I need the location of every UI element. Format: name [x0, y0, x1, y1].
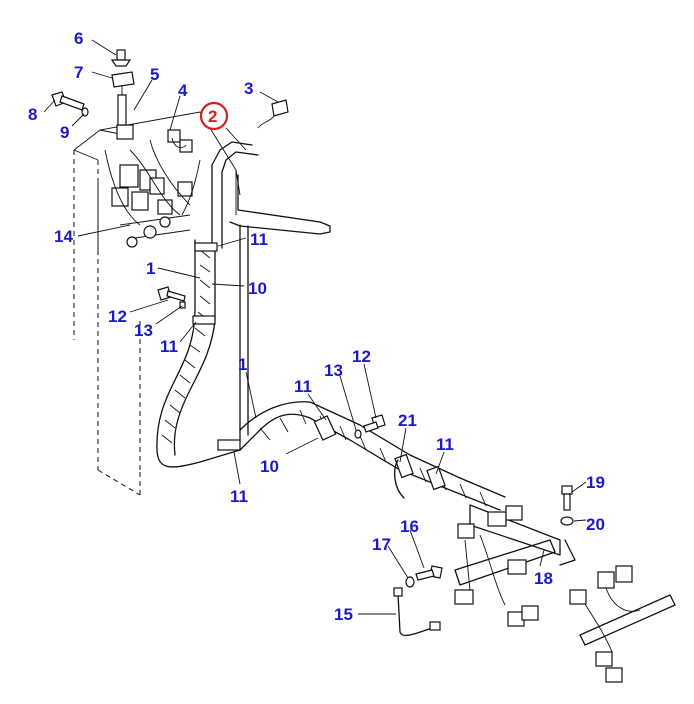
callout-2: 2	[208, 107, 217, 126]
callout-8: 8	[28, 105, 37, 124]
callout-11-right: 11	[436, 435, 454, 454]
callout-1-middle: 1	[238, 355, 247, 374]
callout-17: 17	[372, 535, 391, 554]
callout-3: 3	[244, 79, 253, 98]
leader-lines	[43, 39, 587, 615]
part-3-connector	[257, 99, 289, 129]
callout-11-left: 11	[160, 337, 178, 356]
clamps-11	[192, 242, 446, 491]
part-5-bracket	[117, 85, 127, 126]
part-6-stud	[110, 49, 132, 67]
steering-column	[229, 170, 331, 235]
part-4-wire	[171, 137, 187, 149]
connector-group	[569, 565, 676, 683]
callout-15: 15	[334, 605, 353, 624]
callout-11-middle: 11	[294, 377, 312, 396]
callout-21: 21	[398, 411, 417, 430]
part-12-bolt-left	[157, 286, 186, 309]
part-17-washer	[405, 576, 415, 588]
callout-20: 20	[586, 515, 605, 534]
callout-5: 5	[150, 65, 159, 84]
callout-6: 6	[74, 29, 83, 48]
highlight-ring	[199, 101, 229, 131]
harness-1	[156, 224, 506, 511]
part-15-strap	[393, 587, 441, 636]
callout-1-upper: 1	[146, 259, 155, 278]
callout-12-middle: 12	[352, 347, 371, 366]
callout-13-middle: 13	[324, 361, 343, 380]
callout-9: 9	[60, 123, 69, 142]
part-20-washer	[560, 516, 574, 526]
part-7-plate	[111, 71, 135, 88]
part-12-bolt-middle	[354, 414, 386, 439]
callout-13-left: 13	[134, 321, 153, 340]
relay-block	[104, 124, 201, 248]
callout-11-upper: 11	[250, 230, 268, 249]
callout-12-left: 12	[108, 307, 127, 326]
part-18-bracket	[454, 504, 576, 627]
callout-18: 18	[534, 569, 553, 588]
callout-10-lower: 10	[260, 457, 279, 476]
callout-14: 14	[54, 227, 73, 246]
callout-7: 7	[74, 63, 83, 82]
callout-4: 4	[178, 81, 188, 100]
callouts: 6 7 5 4 3 8 9 2 14 11 1 10 12 13 11 1 13…	[28, 29, 605, 624]
cab-body	[73, 111, 241, 496]
part-8-bolt	[51, 91, 85, 111]
harness-2	[211, 141, 259, 249]
part-19-bolt	[561, 485, 573, 511]
callout-10-upper: 10	[248, 279, 267, 298]
part-16-bolt	[415, 565, 443, 581]
callout-11-lower: 11	[230, 487, 248, 506]
part-21-band	[393, 459, 405, 499]
callout-16: 16	[400, 517, 419, 536]
callout-19: 19	[586, 473, 605, 492]
